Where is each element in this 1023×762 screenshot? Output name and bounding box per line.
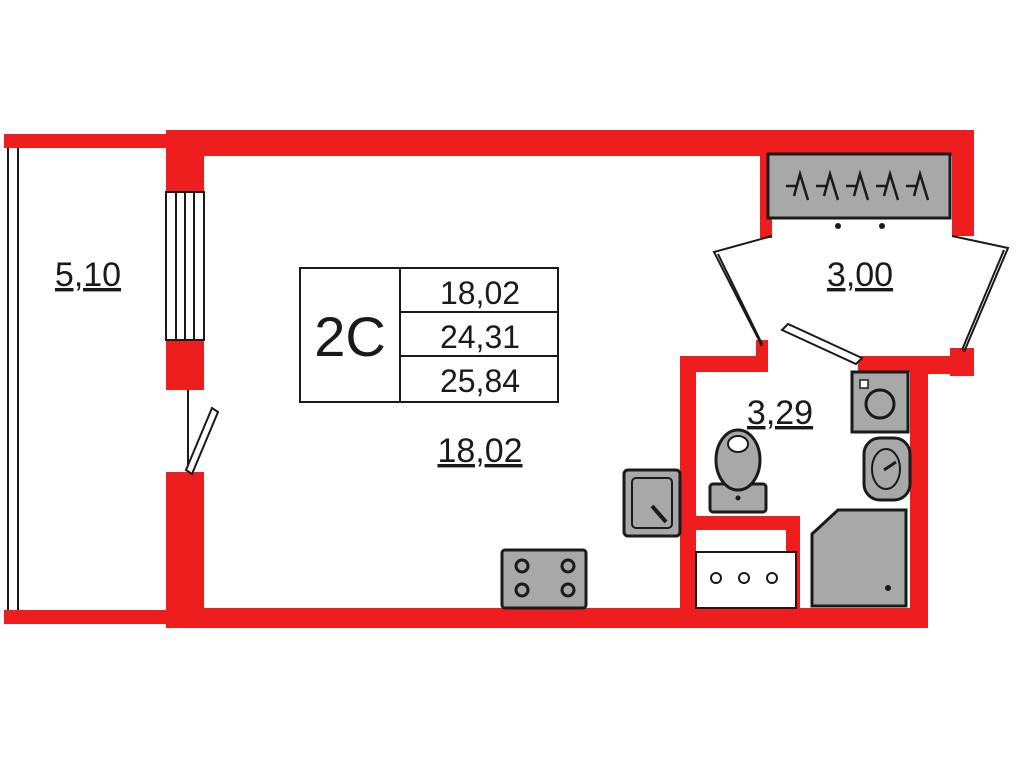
faucet-icon: [650, 504, 668, 524]
living-room-area-label: 18,02: [437, 432, 522, 470]
left-wall-bottom: [166, 472, 204, 628]
drain-icon: [885, 585, 891, 591]
washbasin: [862, 436, 912, 502]
left-wall-top: [166, 130, 204, 192]
bath-left-wall: [680, 356, 696, 618]
hall-doors: [712, 235, 1010, 366]
area-summary-table: 2С 18,02 24,31 25,84: [299, 267, 559, 403]
right-wall-upper: [952, 130, 974, 236]
bath-right-wall: [910, 356, 928, 628]
total-area-value: 24,31: [440, 319, 520, 355]
balcony-area-label: 5,10: [55, 256, 121, 294]
hanger-icon: [876, 169, 900, 201]
bathroom-area-label: 3,29: [747, 394, 813, 432]
burner-icon: [514, 558, 530, 574]
wardrobe: [766, 152, 952, 229]
hanger-icon: [816, 169, 840, 201]
bottom-wall: [166, 608, 928, 628]
hall-area-label: 3,00: [827, 256, 893, 294]
total-area-with-balcony-value: 25,84: [440, 363, 520, 399]
wardrobe-body: [766, 152, 952, 220]
balcony-bottom-wall: [4, 610, 184, 624]
hanger-icon: [786, 169, 810, 201]
living-area-value: 18,02: [440, 275, 520, 311]
kitchen-sink: [622, 468, 682, 538]
hanger-icon: [846, 169, 870, 201]
bath-top-mid-wall: [858, 356, 914, 372]
window: [165, 191, 205, 341]
bath-top-left-wall: [680, 356, 766, 372]
burner-icon: [560, 558, 576, 574]
boiler-unit: [695, 551, 797, 609]
top-wall: [168, 130, 974, 156]
outer-walls: [166, 130, 974, 628]
washing-machine: [850, 370, 910, 434]
bath-door-jamb: [756, 340, 768, 372]
laundry-top-wall: [688, 516, 798, 530]
balcony-door: [184, 390, 220, 476]
stove: [500, 548, 588, 610]
bathroom-door: [780, 322, 864, 366]
hanger-icon: [906, 169, 930, 201]
left-wall-middle: [166, 340, 204, 390]
toilet: [708, 428, 768, 514]
burner-icon: [514, 582, 530, 598]
apartment-type-label: 2С: [314, 305, 386, 368]
shower-tray: [810, 508, 908, 608]
balcony: [4, 134, 184, 624]
burner-icon: [560, 582, 576, 598]
balcony-top-wall: [4, 134, 184, 148]
